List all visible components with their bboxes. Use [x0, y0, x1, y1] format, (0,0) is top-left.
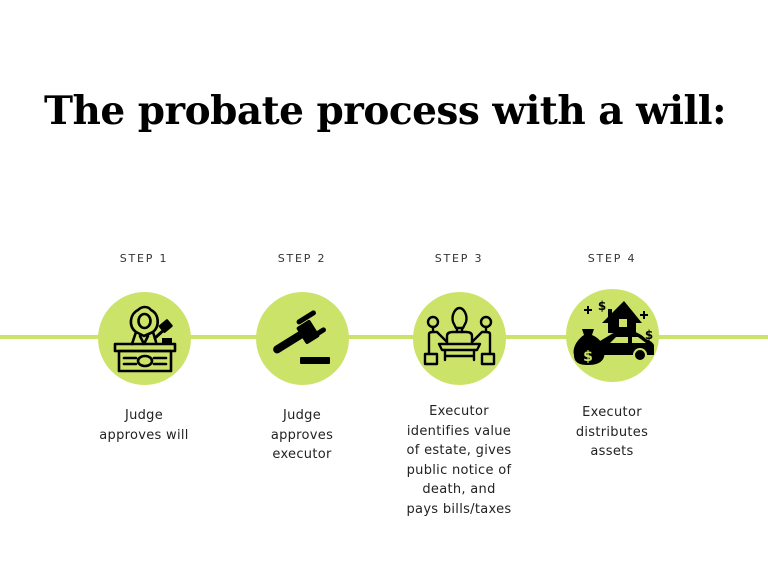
timeline-line — [0, 335, 768, 339]
page-title: The probate process with a will: — [44, 88, 727, 134]
step-description: Judge approves will — [64, 406, 224, 445]
description-line: assets — [590, 444, 634, 459]
gavel-icon — [273, 310, 330, 364]
step-label: STEP 1 — [119, 252, 169, 265]
description-line: identifies value — [406, 423, 512, 439]
step-circle — [98, 292, 191, 385]
description-line: approves — [270, 427, 334, 443]
step-label: STEP 4 — [587, 252, 637, 265]
description-line: executor — [272, 447, 332, 462]
svg-text:$: $ — [583, 349, 593, 365]
description-line: Judge — [124, 408, 164, 423]
description-line: public notice of — [406, 462, 512, 478]
description-line: Executor — [582, 405, 642, 420]
step-description: Executor distributes assets — [532, 403, 692, 462]
assets-distribution-icon: $ $ $ — [573, 299, 654, 365]
description-line: of estate, gives — [406, 443, 512, 458]
description-line: approves will — [99, 427, 189, 443]
description-line: Judge — [282, 408, 322, 423]
description-line: Executor — [429, 404, 489, 419]
svg-text:$: $ — [645, 328, 653, 342]
description-line: death, and — [422, 482, 496, 497]
step-description: Judge approves executor — [222, 406, 382, 465]
step-label: STEP 2 — [277, 252, 327, 265]
step-label: STEP 3 — [434, 252, 484, 265]
judge-icon — [113, 305, 177, 373]
step-circle — [256, 292, 349, 385]
svg-text:$: $ — [598, 299, 606, 313]
step-circle — [413, 292, 506, 385]
step-description: Executor identifies value of estate, giv… — [379, 402, 539, 519]
meeting-ideas-icon — [423, 306, 496, 366]
description-line: distributes — [575, 424, 649, 440]
description-line: pays bills/taxes — [406, 501, 512, 517]
step-circle: $ $ $ — [566, 289, 659, 382]
